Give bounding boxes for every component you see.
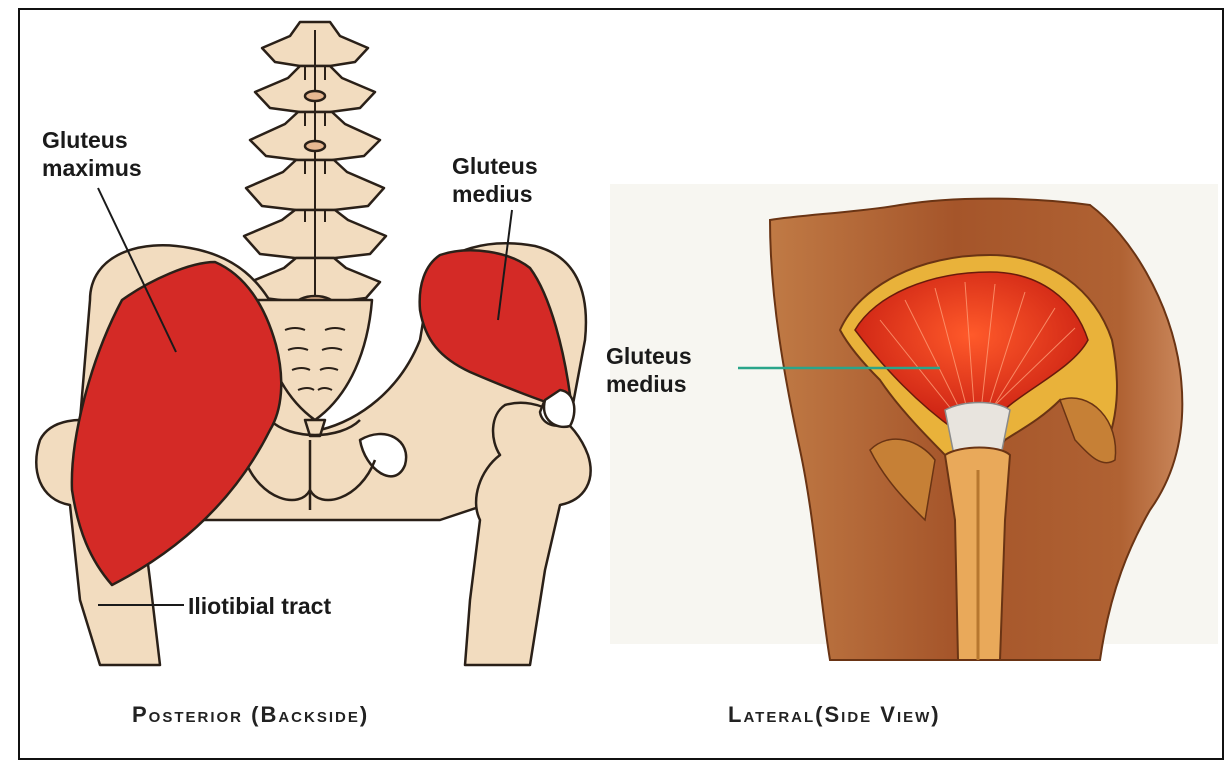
label-gluteus-maximus: Gluteus maximus — [42, 126, 142, 182]
posterior-view — [36, 22, 590, 665]
label-gluteus-medius-posterior-line1: Gluteus — [452, 152, 538, 180]
label-gluteus-maximus-line2: maximus — [42, 154, 142, 182]
lateral-view — [610, 184, 1218, 660]
caption-lateral: Lateral(Side View) — [728, 702, 941, 728]
lumbar-spine — [244, 22, 386, 316]
label-iliotibial-tract: Iliotibial tract — [188, 592, 331, 620]
label-gluteus-medius-posterior: Gluteus medius — [452, 152, 538, 208]
caption-posterior: Posterior (Backside) — [132, 702, 369, 728]
label-gluteus-medius-lateral-line2: medius — [606, 370, 692, 398]
label-gluteus-medius-lateral: Gluteus medius — [606, 342, 692, 398]
label-gluteus-medius-posterior-line2: medius — [452, 180, 538, 208]
label-gluteus-medius-lateral-line1: Gluteus — [606, 342, 692, 370]
label-gluteus-maximus-line1: Gluteus — [42, 126, 142, 154]
